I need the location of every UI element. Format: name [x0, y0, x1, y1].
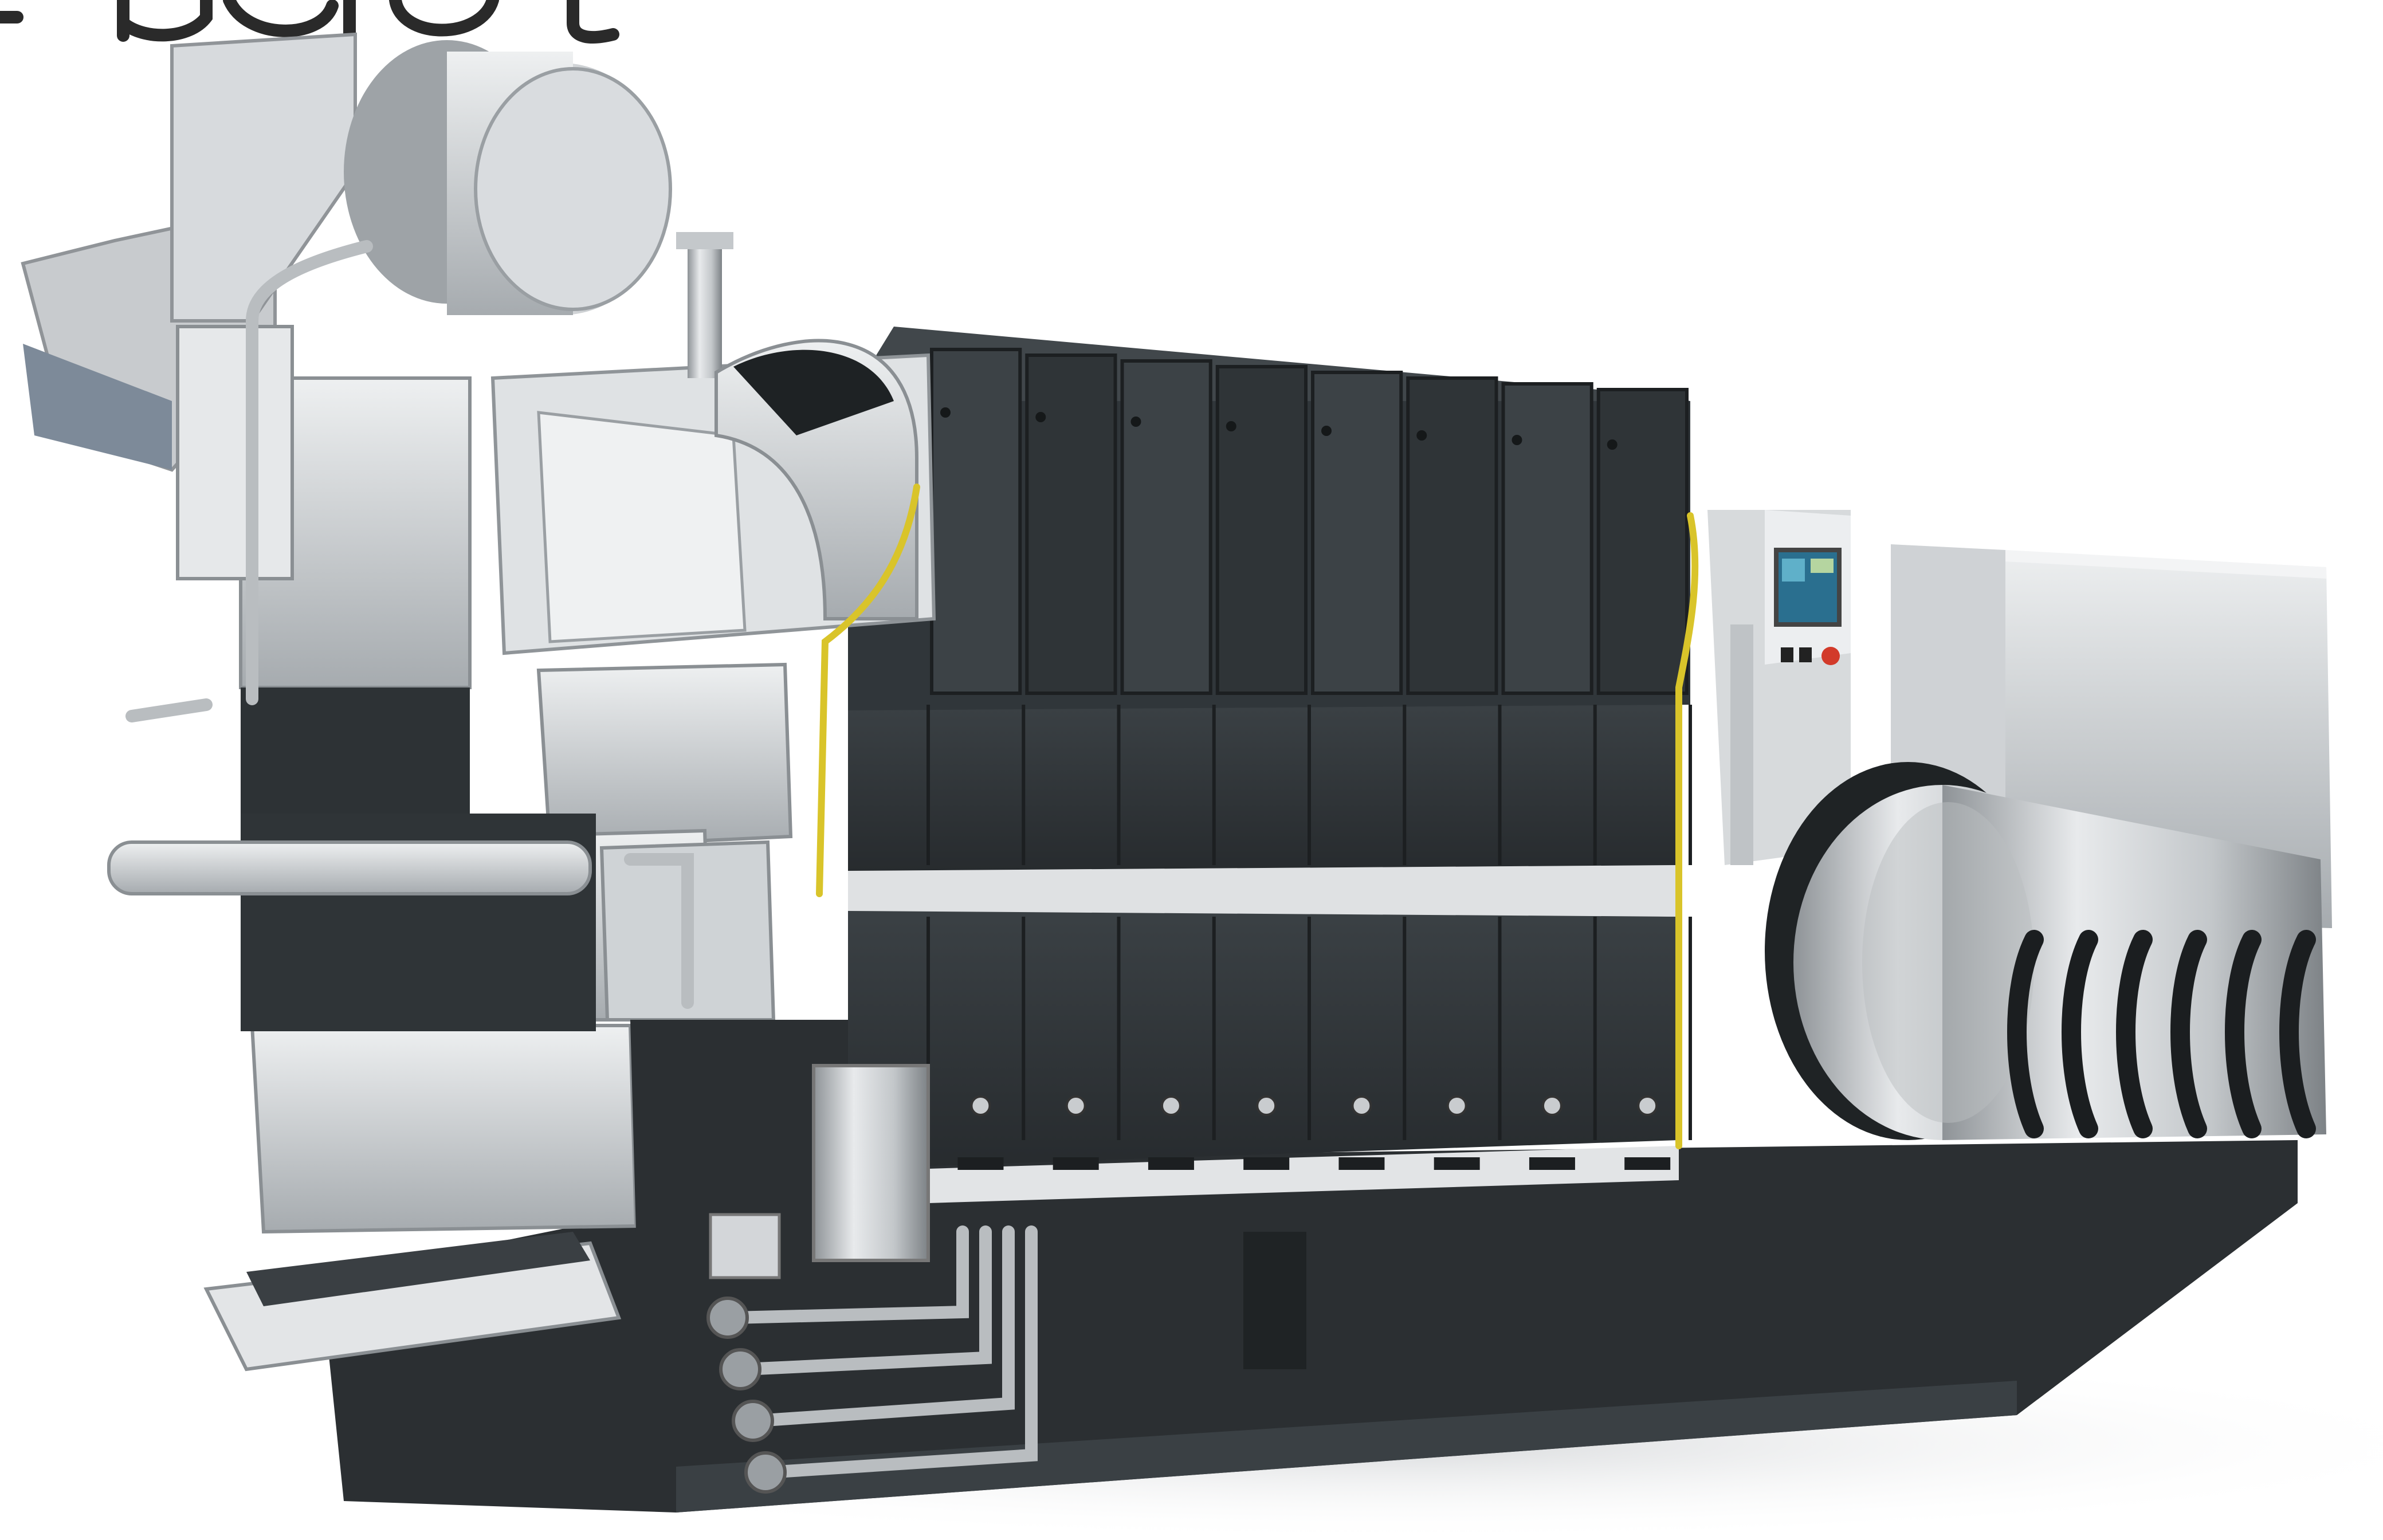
cylinder-head [930, 348, 1022, 695]
charge-air-pipe [107, 840, 592, 895]
bracket [1338, 1157, 1385, 1170]
cable-runs [816, 484, 1699, 1149]
injector-icon [1446, 1095, 1467, 1116]
cylinder-head [1311, 371, 1403, 695]
alternator-fins [2007, 930, 2316, 1138]
cylinder-head-row [930, 348, 1689, 695]
alternator [1765, 544, 2332, 1140]
panel-seams [926, 705, 1692, 1140]
fuel-module [709, 1064, 930, 1279]
bolt-icon [1321, 426, 1332, 436]
bolt-icon [1035, 412, 1046, 422]
bolt-icon [1607, 439, 1618, 450]
left-housing [21, 32, 936, 1372]
cylinder-head [1406, 376, 1498, 695]
cooling-fin [2170, 930, 2207, 1138]
wordmark-fragment [0, 0, 619, 44]
bolt-icon [1416, 430, 1427, 441]
injector-icon [1637, 1095, 1658, 1116]
cooling-fin [2225, 930, 2262, 1138]
cylinder-head [1025, 353, 1117, 695]
bracket [957, 1157, 1004, 1170]
injector-icon [1065, 1095, 1086, 1116]
bolt-icon [1512, 435, 1522, 445]
bolt-icon [940, 407, 951, 418]
turbocharger [344, 40, 733, 378]
injector-row [957, 1095, 1671, 1170]
cooling-fin [2062, 930, 2098, 1138]
bracket [1624, 1157, 1671, 1170]
cooling-fin [2007, 930, 2044, 1138]
cylinder-head [1215, 365, 1308, 695]
injector-icon [970, 1095, 991, 1116]
control-cabinet [1707, 510, 1851, 865]
bolt-icon [1226, 421, 1236, 431]
flange-icon [732, 1400, 774, 1442]
injector-icon [1160, 1095, 1181, 1116]
button-icon [1781, 647, 1793, 662]
flange-icon [706, 1297, 749, 1339]
cylinder-head [1120, 359, 1212, 695]
cylinder-head [1501, 382, 1593, 695]
piping [125, 240, 1038, 1479]
cooling-fin [2279, 930, 2316, 1138]
cooling-fin [2116, 930, 2153, 1138]
bracket [1434, 1157, 1480, 1170]
injector-icon [1256, 1095, 1277, 1116]
flange-icon [744, 1451, 787, 1494]
cylinder-head [1596, 388, 1689, 695]
bracket [1529, 1157, 1575, 1170]
bracket [1243, 1157, 1290, 1170]
button-icon [1799, 647, 1812, 662]
flange-icon [719, 1348, 761, 1390]
bracket [1148, 1157, 1194, 1170]
pipe-flanges [706, 1297, 787, 1494]
bracket [1053, 1157, 1099, 1170]
injector-icon [1541, 1095, 1563, 1116]
exhaust-elbow [714, 339, 918, 620]
injector-icon [1351, 1095, 1372, 1116]
bolt-icon [1130, 417, 1141, 427]
stop-button-icon [1821, 647, 1840, 665]
